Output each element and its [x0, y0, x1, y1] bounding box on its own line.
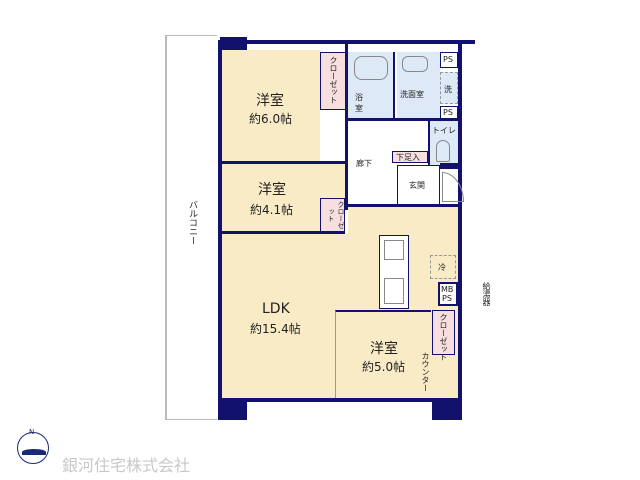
ps-1-label: PS	[443, 55, 453, 64]
closet-1	[320, 52, 346, 110]
washroom-label: 洗面室	[400, 90, 424, 99]
closet-3-label: クローゼット	[439, 313, 448, 361]
balcony-label: バルコニー	[187, 200, 197, 245]
western-room-1-name: 洋室	[256, 93, 284, 109]
wall-right	[458, 40, 462, 420]
mbps-label-2: PS	[442, 294, 452, 303]
mbps-label-1: MB	[441, 285, 454, 294]
western-room-1-size: 約6.0帖	[249, 112, 293, 126]
western-room-2-name: 洋室	[258, 182, 286, 198]
ldk-name: LDK	[262, 301, 290, 317]
stove-icon	[384, 278, 404, 304]
toilet-label: トイレ	[432, 126, 456, 135]
bath-label: 浴室	[355, 93, 363, 113]
fridge-label: 冷	[438, 263, 446, 272]
mbps-box	[438, 282, 458, 306]
water-heater-label: 給湯器	[482, 282, 491, 306]
ldk-size: 約15.4帖	[250, 322, 301, 336]
closet-2-label: クローゼット	[327, 201, 345, 229]
wall-wet-bottom	[345, 118, 460, 121]
wall-top	[220, 40, 475, 44]
wall-bottom	[220, 398, 460, 402]
fridge-space	[430, 255, 456, 279]
ps-2-label: PS	[443, 108, 453, 117]
wall-entrance	[440, 163, 460, 169]
wall-ldk-top	[222, 231, 345, 234]
western-room-2-size: 約4.1帖	[250, 203, 294, 217]
entrance	[397, 165, 440, 205]
closet-3	[432, 310, 455, 355]
company-name: 銀河住宅株式会社	[62, 456, 191, 475]
closet-1-label: クローゼット	[329, 56, 338, 104]
wall-room-divider	[222, 161, 348, 164]
western-room-1	[222, 50, 320, 162]
washroom	[397, 52, 440, 118]
compass-icon	[17, 432, 49, 464]
wall-left	[218, 40, 222, 420]
western-room-3	[335, 310, 431, 398]
shoe-box	[392, 151, 428, 163]
washer-space	[440, 72, 458, 104]
wall-ldk-top-right	[345, 204, 460, 207]
wall-bath	[345, 44, 348, 120]
bathtub-icon	[354, 56, 388, 80]
entrance-label: 玄関	[409, 181, 425, 190]
sink-kitchen-icon	[384, 240, 404, 260]
ldk-upper	[348, 207, 458, 237]
balcony	[165, 35, 217, 420]
counter-label: カウンター	[421, 352, 430, 392]
western-room-3-size: 約5.0帖	[362, 360, 406, 374]
hallway-label: 廊下	[356, 159, 372, 168]
western-room-3-name: 洋室	[370, 341, 398, 357]
compass-label: N	[29, 428, 35, 436]
shoe-box-label: 下足入	[396, 153, 420, 162]
wall-hall-left	[345, 120, 348, 210]
toilet-icon	[436, 140, 450, 162]
washer-label: 洗	[444, 85, 452, 94]
sink-icon	[402, 56, 428, 72]
ps-box-1	[440, 52, 458, 68]
